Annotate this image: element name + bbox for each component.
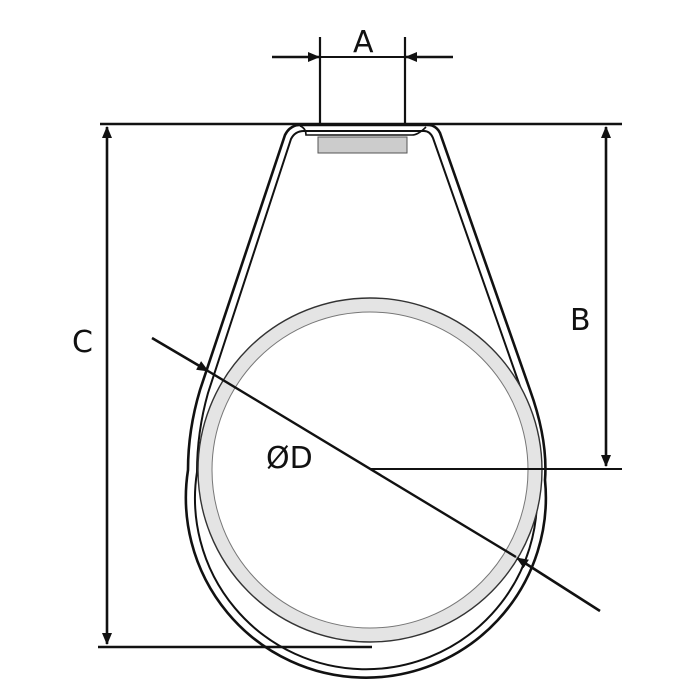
label-c: C	[72, 325, 93, 360]
dimension-d	[151, 336, 601, 613]
hanger-band	[184, 123, 548, 679]
label-d: ØD	[266, 441, 313, 476]
insert-block	[317, 136, 408, 154]
top-insert	[299, 125, 427, 154]
label-b: B	[570, 303, 591, 338]
hanger-outer-edge	[184, 123, 548, 679]
label-a: A	[353, 25, 374, 60]
extension-lines	[98, 37, 622, 649]
